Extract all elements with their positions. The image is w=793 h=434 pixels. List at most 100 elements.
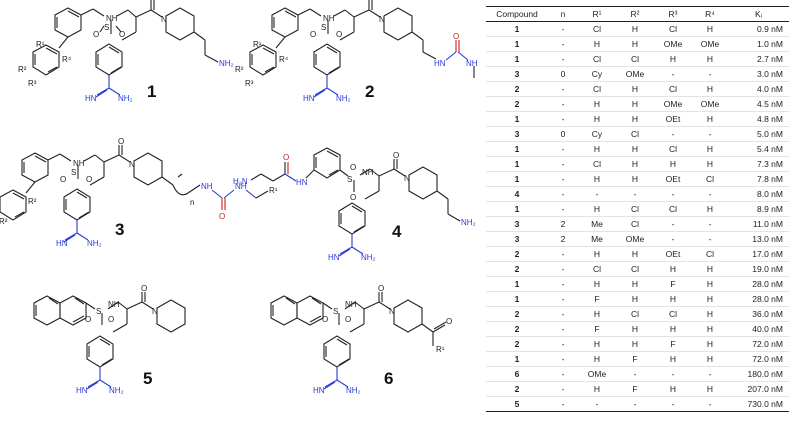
r1-cell: H (578, 141, 616, 157)
structure-4: H₂N O HN S O O NH O N NH₂ HN NH₂ 4 (233, 147, 476, 262)
r3-cell: Cl (654, 201, 692, 217)
table-row: 4-----8.0 nM (486, 186, 789, 202)
atom-label: O (378, 284, 384, 293)
r3-cell: OMe (654, 36, 692, 52)
n-cell: - (548, 291, 578, 307)
compound-cell: 2 (486, 321, 548, 337)
r2-cell: H (616, 36, 654, 52)
compound-cell: 2 (486, 261, 548, 277)
atom-label: NH₂ (109, 386, 124, 395)
compound-cell: 1 (486, 156, 548, 172)
compound-number: 5 (143, 369, 152, 388)
atom-label: NH (466, 59, 478, 68)
r3-cell: OMe (654, 96, 692, 112)
r4-cell: - (692, 66, 728, 82)
compound-cell: 4 (486, 186, 548, 202)
header-ki: Kᵢ (728, 6, 789, 22)
r3-cell: H (654, 51, 692, 67)
compound-cell: 3 (486, 126, 548, 142)
atom-label: S (321, 23, 326, 32)
atom-label: O (219, 212, 225, 221)
atom-label: NH (323, 14, 335, 23)
atom-label: O (108, 315, 114, 324)
atom-label: NH₂ (118, 94, 133, 103)
r2-cell: H (616, 111, 654, 127)
n-cell: 0 (548, 66, 578, 82)
r4-cell: H (692, 21, 728, 37)
atom-label: N (404, 174, 410, 183)
r1-cell: H (578, 96, 616, 112)
compound-number: 1 (147, 82, 156, 101)
n-cell: - (548, 156, 578, 172)
ki-cell: 207.0 nM (728, 381, 789, 397)
r1-cell: - (578, 396, 616, 412)
n-cell: - (548, 381, 578, 397)
r4-cell: - (692, 366, 728, 382)
r4-cell: Cl (692, 171, 728, 187)
n-cell: - (548, 351, 578, 367)
r1-cell: Cy (578, 126, 616, 142)
r4-cell: H (692, 306, 728, 322)
r1-cell: - (578, 186, 616, 202)
compound-cell: 1 (486, 21, 548, 37)
r1-cell: Cl (578, 51, 616, 67)
ki-cell: 28.0 nM (728, 291, 789, 307)
r2-cell: OMe (616, 66, 654, 82)
atom-label: NH (108, 300, 120, 309)
header-r3: R³ (654, 6, 692, 22)
r2-cell: Cl (616, 126, 654, 142)
r2-cell: H (616, 96, 654, 112)
structure-3: NH S O O O N n NH O NH R¹ R² R² HN NH₂ 3 (0, 137, 278, 248)
ki-cell: 5.4 nM (728, 141, 789, 157)
compound-cell: 3 (486, 216, 548, 232)
atom-label: O (345, 315, 351, 324)
ki-cell: 7.3 nM (728, 156, 789, 172)
r4-cell: H (692, 381, 728, 397)
atom-label: R³ (245, 79, 254, 88)
atom-label: O (350, 163, 356, 172)
n-cell: - (548, 261, 578, 277)
r4-cell: H (692, 276, 728, 292)
n-cell: - (548, 171, 578, 187)
r3-cell: OEt (654, 111, 692, 127)
n-cell: - (548, 276, 578, 292)
ki-cell: 17.0 nM (728, 246, 789, 262)
r1-cell: Cl (578, 21, 616, 37)
chemical-structures: NH S O O O N NH₂ HN NH₂ R¹ R² R³ R⁴ 1 (0, 0, 478, 395)
compound-cell: 3 (486, 231, 548, 247)
r2-cell: H (616, 171, 654, 187)
atom-label: NH (201, 182, 213, 191)
n-cell: - (548, 201, 578, 217)
atom-label: S (333, 307, 338, 316)
r2-cell: H (616, 156, 654, 172)
compound-cell: 2 (486, 306, 548, 322)
r4-cell: H (692, 201, 728, 217)
ki-cell: 19.0 nM (728, 261, 789, 277)
structure-2: NH S O O O N HN O NH HN NH₂ R¹ R² R³ R⁴ … (235, 0, 478, 103)
ki-cell: 8.0 nM (728, 186, 789, 202)
r2-cell: F (616, 351, 654, 367)
atom-label: R⁴ (62, 55, 72, 64)
ki-cell: 2.7 nM (728, 51, 789, 67)
r3-cell: H (654, 291, 692, 307)
atom-label: NH (362, 168, 374, 177)
ki-cell: 7.8 nM (728, 171, 789, 187)
r2-cell: Cl (616, 306, 654, 322)
compound-cell: 1 (486, 141, 548, 157)
r4-cell: H (692, 111, 728, 127)
compound-cell: 3 (486, 66, 548, 82)
r2-cell: - (616, 186, 654, 202)
atom-label: R² (18, 65, 27, 74)
atom-label: O (310, 30, 316, 39)
compound-cell: 2 (486, 96, 548, 112)
r4-cell: - (692, 216, 728, 232)
